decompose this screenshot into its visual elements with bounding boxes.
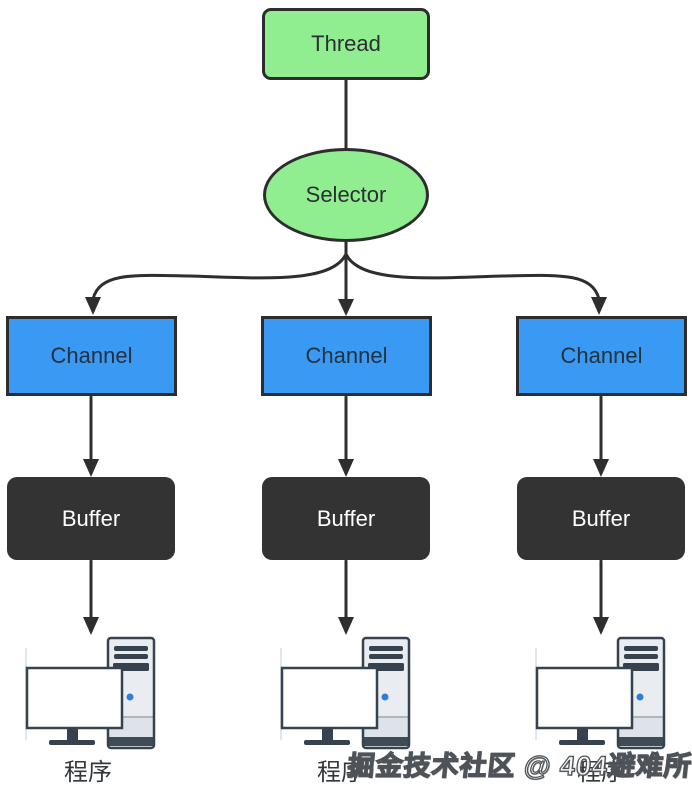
watermark-text: 掘金技术社区 @ 404避难所 [345, 750, 692, 781]
computer-icon [24, 636, 156, 750]
arrow-selector-channel-1 [91, 252, 348, 301]
program-label-2: 程序 [317, 759, 365, 786]
program-label-1: 程序 [64, 759, 112, 786]
node-channel-3: Channel [516, 316, 687, 396]
computer-icon [534, 636, 666, 750]
node-channel-2: Channel [261, 316, 432, 396]
arrowheads [83, 297, 609, 635]
arrow-selector-channel-3 [344, 252, 601, 301]
node-thread: Thread [262, 8, 430, 80]
node-buffer-3: Buffer [517, 477, 685, 560]
computer-icon [279, 636, 411, 750]
node-selector: Selector [263, 148, 429, 242]
node-channel-1: Channel [6, 316, 177, 396]
node-buffer-1: Buffer [7, 477, 175, 560]
node-buffer-2: Buffer [262, 477, 430, 560]
program-label-3: 程序 [577, 759, 625, 786]
